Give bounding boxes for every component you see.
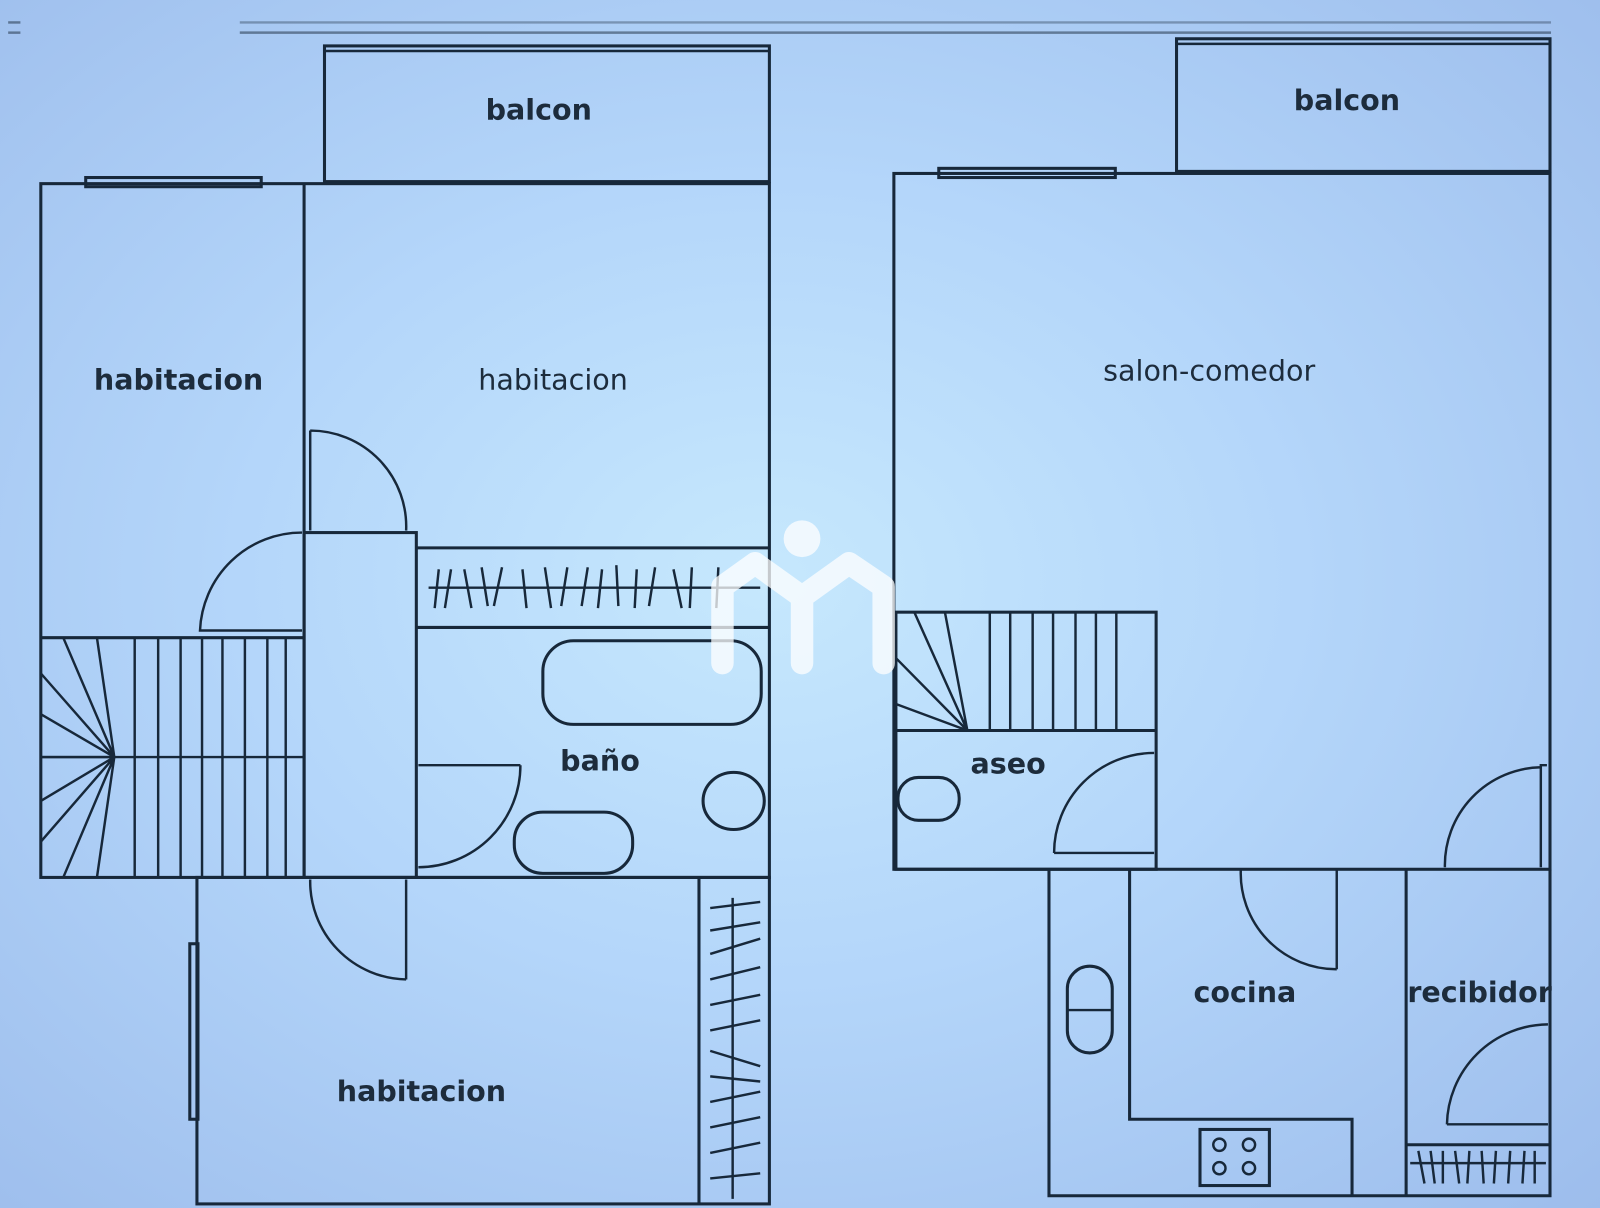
door xyxy=(1052,751,1155,855)
room-label-balcony: balcon xyxy=(486,92,592,126)
watermark-logo xyxy=(711,520,895,675)
window xyxy=(937,166,1117,180)
toilet xyxy=(701,770,766,832)
window xyxy=(84,175,263,189)
toilet xyxy=(896,775,961,822)
room-label-bathroom: baño xyxy=(560,743,640,777)
bathtub xyxy=(541,639,763,726)
header-rule xyxy=(8,21,1552,34)
door xyxy=(1239,869,1338,971)
sink xyxy=(512,810,635,875)
staircase xyxy=(895,611,1118,732)
upper-floor-plan: balcon habitacion habitacion baño habita… xyxy=(39,44,1547,1206)
door xyxy=(1443,763,1547,868)
closet xyxy=(709,897,761,1199)
staircase xyxy=(39,637,305,878)
closet xyxy=(428,565,761,609)
room-label-bedroom: habitacion xyxy=(337,1074,506,1108)
room-label-bedroom: habitacion xyxy=(94,363,263,397)
door xyxy=(1445,1023,1548,1126)
closet xyxy=(1410,1150,1546,1184)
fridge xyxy=(1065,964,1114,1055)
room-label-living-dining: salon-comedor xyxy=(1103,354,1315,388)
door xyxy=(308,429,408,531)
window xyxy=(188,942,200,1121)
stove xyxy=(1198,1127,1271,1188)
room-label-kitchen: cocina xyxy=(1193,975,1296,1009)
door xyxy=(418,763,522,869)
room-label-bedroom: habitacion xyxy=(478,363,628,397)
door xyxy=(308,879,408,981)
ground-floor-plan: balcon salon-comedor aseo cocina recibid… xyxy=(892,37,1552,1198)
room-label-balcony: balcon xyxy=(1294,83,1400,117)
room-label-toilet: aseo xyxy=(971,746,1046,780)
door xyxy=(198,531,303,632)
room-label-hall: recibidor xyxy=(1407,975,1552,1009)
